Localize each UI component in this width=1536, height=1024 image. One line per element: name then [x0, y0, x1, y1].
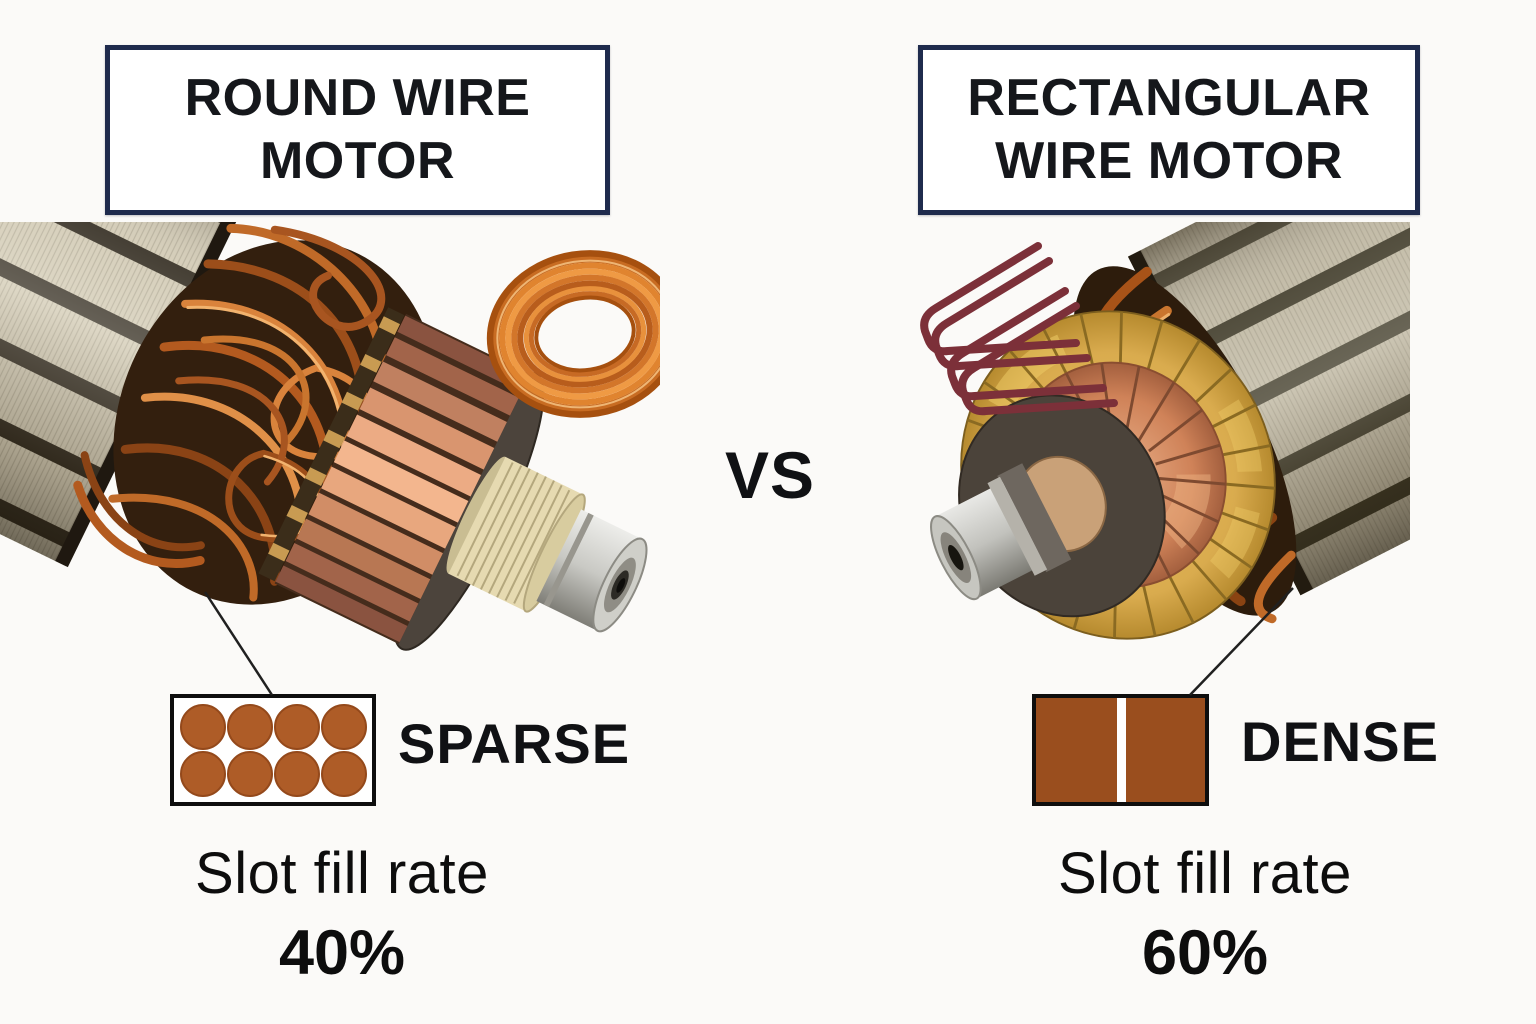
left-slot-fill-caption: Slot fill rate — [195, 841, 489, 906]
left-title: ROUND WIRE MOTOR — [184, 68, 531, 190]
right-title-box: RECTANGULAR WIRE MOTOR — [918, 45, 1420, 215]
sparse-label: SPARSE — [398, 712, 631, 775]
dense-label: DENSE — [1241, 710, 1439, 773]
round-wire-cross-section — [320, 703, 367, 750]
right-title: RECTANGULAR WIRE MOTOR — [967, 68, 1371, 190]
round-wire-cross-section — [179, 703, 226, 750]
end-disc-and-bearing — [930, 394, 1166, 618]
round-wire-cross-section — [320, 750, 367, 797]
dense-slot-divider — [1117, 698, 1126, 802]
armature-assembly — [0, 222, 648, 651]
right-slot-fill-value: 60% — [1141, 918, 1269, 988]
round-wire-cross-section — [179, 750, 226, 797]
armature-assembly — [930, 222, 1410, 640]
right-slot-fill-caption: Slot fill rate — [1058, 841, 1352, 906]
right-caption: Slot fill rate 60% — [985, 840, 1425, 989]
round-wire-motor-illustration — [0, 222, 660, 651]
round-wire-cross-section — [226, 750, 273, 797]
left-title-box: ROUND WIRE MOTOR — [105, 45, 610, 215]
shaft-sleeve — [446, 456, 586, 613]
bearing — [536, 509, 648, 633]
round-copper-wire-coil — [486, 250, 660, 418]
left-slot-fill-value: 40% — [278, 918, 406, 988]
round-wire-cross-section — [226, 703, 273, 750]
round-wire-cross-section — [273, 750, 320, 797]
left-caption: Slot fill rate 40% — [118, 840, 566, 989]
round-wire-cross-section — [273, 703, 320, 750]
versus-label: VS — [724, 438, 816, 512]
rectangular-wire-motor-illustration — [878, 222, 1410, 640]
sparse-slot-diagram — [170, 694, 376, 806]
dense-slot-diagram — [1032, 694, 1209, 806]
